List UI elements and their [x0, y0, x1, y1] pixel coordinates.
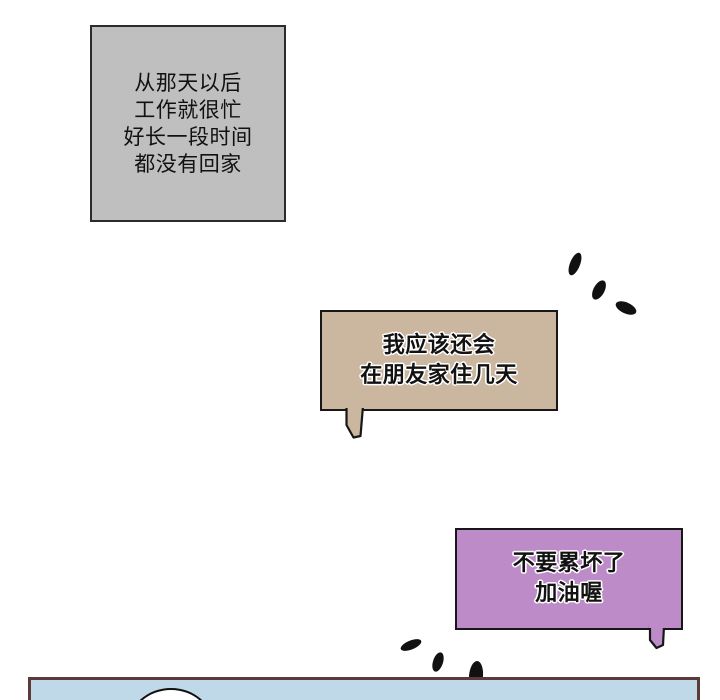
motion-mark-icon: [432, 652, 444, 672]
tan-bubble-tail: [345, 403, 365, 439]
purple-bubble-line-1: 不要累坏了: [512, 551, 626, 576]
narration-caption: 从那天以后 工作就很忙 好长一段时间 都没有回家: [90, 25, 286, 222]
narration-line-2: 工作就很忙: [134, 97, 242, 122]
motion-mark-icon: [615, 301, 637, 315]
narration-line-3: 好长一段时间: [123, 124, 253, 149]
tan-bubble-line-2: 在朋友家住几天: [360, 362, 518, 388]
purple-speech-bubble: 不要累坏了 加油喔: [455, 528, 683, 630]
narration-line-4: 都没有回家: [134, 151, 242, 176]
next-panel-preview: [28, 677, 700, 700]
motion-mark-icon: [568, 252, 582, 276]
purple-bubble-line-2: 加油喔: [535, 581, 603, 606]
motion-mark-icon: [400, 639, 422, 651]
motion-marks-upper-right: [568, 252, 637, 315]
narration-line-1: 从那天以后: [134, 70, 242, 95]
tan-speech-bubble: 我应该还会 在朋友家住几天: [320, 310, 558, 411]
tan-bubble-line-1: 我应该还会: [382, 332, 496, 358]
motion-mark-icon: [592, 280, 606, 300]
character-head: [128, 688, 214, 700]
